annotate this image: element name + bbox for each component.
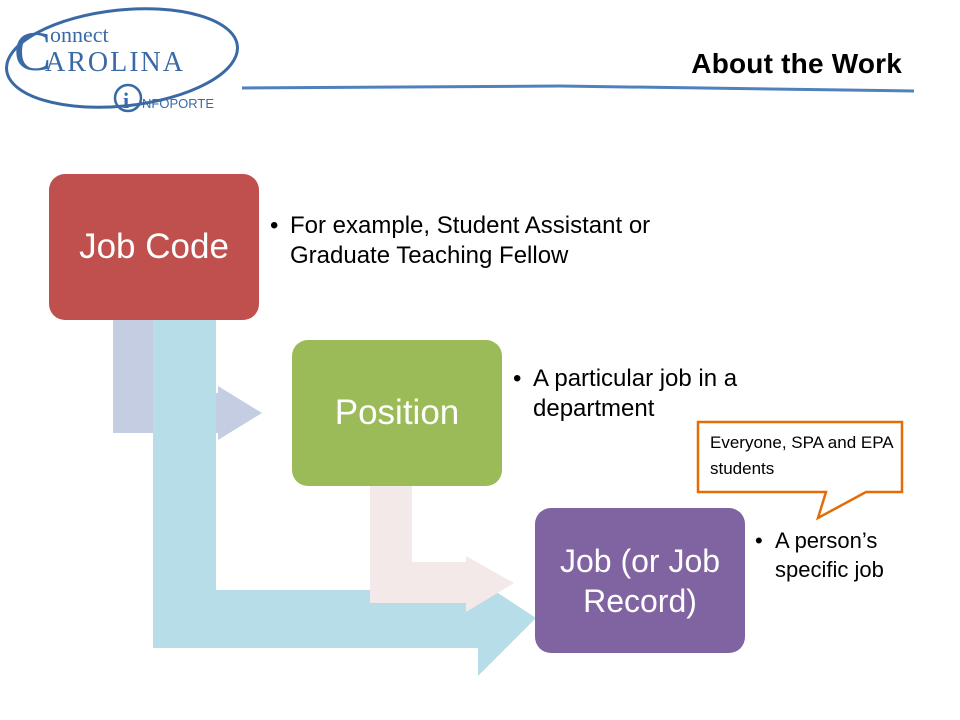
logo-i-glyph: i bbox=[123, 88, 129, 113]
job-record-description-text: A person’s specific job bbox=[775, 528, 884, 582]
job-code-label: Job Code bbox=[79, 227, 229, 266]
logo-c-glyph: C bbox=[14, 21, 51, 83]
job-code-description-text: For example, Student Assistant or Gradua… bbox=[290, 212, 651, 269]
connector-position-to-jobrecord bbox=[370, 486, 514, 612]
bullet-dot: • bbox=[513, 365, 522, 392]
header-rule bbox=[241, 84, 915, 93]
connector-jobcode-to-jobrecord bbox=[153, 320, 536, 676]
bullet-dot: • bbox=[755, 528, 763, 553]
logo-infoporte-text: NFOPORTE bbox=[142, 96, 214, 111]
callout-text: Everyone, SPA and EPA students bbox=[710, 433, 893, 479]
connect-carolina-logo: C onnect AROLINA i NFOPORTE bbox=[5, 7, 239, 113]
position-box: Position bbox=[292, 340, 502, 486]
bullet-dot: • bbox=[270, 212, 279, 239]
job-record-box: Job (or Job Record) bbox=[535, 508, 745, 653]
job-code-box: Job Code bbox=[49, 174, 259, 320]
job-code-description: • For example, Student Assistant or Grad… bbox=[270, 211, 690, 271]
position-label: Position bbox=[334, 393, 460, 432]
position-description-text: A particular job in a department bbox=[533, 365, 738, 422]
job-record-label: Job (or Job Record) bbox=[559, 542, 721, 619]
connector-jobcode-to-position bbox=[113, 320, 262, 440]
page-title: About the Work bbox=[691, 48, 902, 79]
logo-carolina-text: AROLINA bbox=[45, 47, 185, 78]
logo-connect-text: onnect bbox=[50, 22, 109, 47]
position-description: • A particular job in a department bbox=[513, 364, 813, 424]
callout-shape bbox=[696, 420, 904, 521]
job-record-description: • A person’s specific job bbox=[755, 527, 905, 584]
